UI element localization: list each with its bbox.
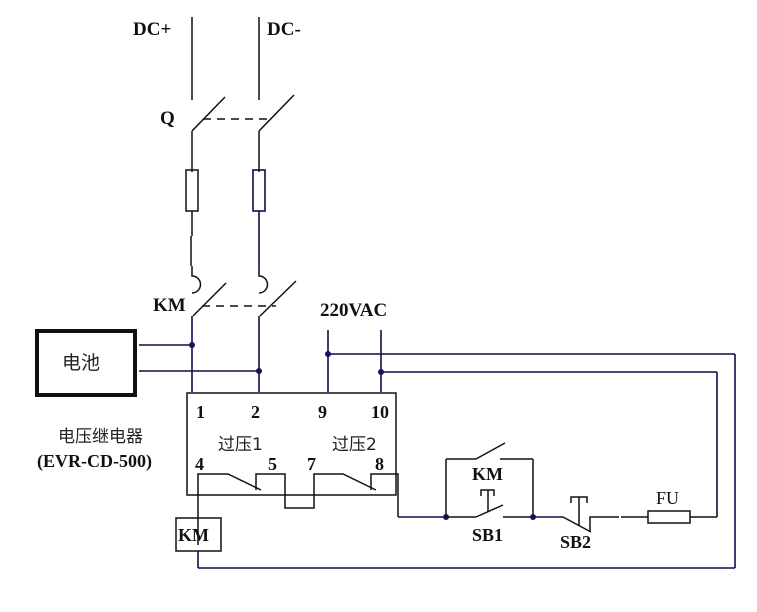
voltage-relay: 1 2 9 10 过压1 过压2 4 5 7 8 <box>186 392 399 545</box>
sb1-label: SB1 <box>472 525 503 545</box>
dc-supply-lines <box>191 17 260 100</box>
dc-plus-label: DC+ <box>133 19 171 40</box>
relay-terminal-5: 5 <box>268 454 277 474</box>
relay-terminal-2: 2 <box>251 402 260 422</box>
overvoltage-2-label: 过压2 <box>332 435 377 455</box>
control-circuit: KM SB1 SB2 FU <box>398 442 717 552</box>
overvoltage-1-label: 过压1 <box>218 435 263 455</box>
relay-terminal-1: 1 <box>196 402 205 422</box>
relay-terminal-9: 9 <box>318 402 327 422</box>
breaker-q-symbol <box>191 94 295 172</box>
battery-label: 电池 <box>62 352 100 374</box>
relay-terminal-10: 10 <box>371 402 389 422</box>
ac-supply-lines <box>325 330 736 568</box>
km-aux-contact-label: KM <box>472 464 503 484</box>
km-coil: KM <box>175 517 735 569</box>
fu-label: FU <box>656 488 679 508</box>
relay-terminal-7: 7 <box>307 454 316 474</box>
breaker-q-label: Q <box>160 108 175 129</box>
relay-model-label: (EVR-CD-500) <box>37 451 152 472</box>
km-main-contacts <box>191 266 297 392</box>
km-coil-label: KM <box>178 525 209 545</box>
dc-fuse-left <box>185 169 199 266</box>
dc-minus-label: DC- <box>267 19 301 40</box>
dc-fuse-right <box>252 169 266 266</box>
ac-supply-label: 220VAC <box>320 300 387 321</box>
battery: 电池 <box>35 329 262 397</box>
relay-terminal-8: 8 <box>375 454 384 474</box>
sb2-label: SB2 <box>560 532 591 552</box>
relay-terminal-4: 4 <box>195 454 204 474</box>
km-main-label: KM <box>153 295 186 316</box>
relay-name-label: 电压继电器 <box>58 427 143 447</box>
